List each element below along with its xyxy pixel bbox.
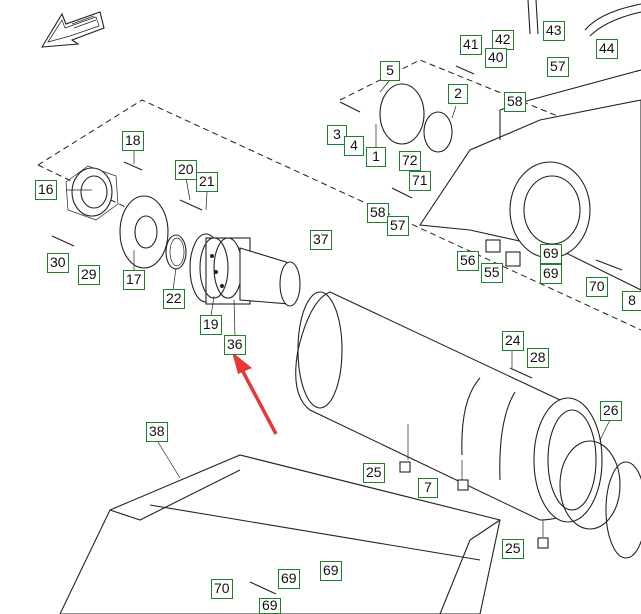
callout-19[interactable]: 19 — [200, 315, 222, 335]
callout-26[interactable]: 26 — [600, 401, 622, 421]
callout-16[interactable]: 16 — [35, 180, 57, 200]
bearing-part — [65, 165, 119, 221]
callout-4[interactable]: 4 — [344, 136, 364, 156]
callout-72[interactable]: 72 — [399, 151, 421, 171]
callout-37[interactable]: 37 — [310, 230, 332, 250]
seal-ring-part — [559, 440, 621, 530]
direction-arrow-icon — [40, 11, 105, 48]
dashed-outline-main — [37, 99, 641, 331]
callout-70-bottom[interactable]: 70 — [211, 579, 233, 599]
callout-44[interactable]: 44 — [596, 39, 618, 59]
callout-40[interactable]: 40 — [485, 48, 507, 68]
callout-30[interactable]: 30 — [47, 253, 69, 273]
callout-29[interactable]: 29 — [78, 265, 100, 285]
callout-5[interactable]: 5 — [380, 61, 400, 81]
callout-2[interactable]: 2 — [448, 84, 468, 104]
red-pointer-arrow — [232, 352, 278, 435]
top-o-ring-part — [423, 111, 453, 153]
callout-69-c[interactable]: 69 — [278, 569, 300, 589]
callout-43[interactable]: 43 — [543, 21, 565, 41]
frame-part — [59, 454, 501, 614]
callout-57-top[interactable]: 57 — [547, 57, 569, 77]
gear-motor-part — [189, 233, 301, 307]
callout-58-top[interactable]: 58 — [504, 92, 526, 112]
cover-part — [379, 83, 425, 145]
callout-69-a[interactable]: 69 — [540, 244, 562, 264]
callout-18[interactable]: 18 — [122, 131, 144, 151]
callout-7[interactable]: 7 — [418, 478, 438, 498]
callout-25-b[interactable]: 25 — [502, 539, 524, 559]
callout-21[interactable]: 21 — [196, 172, 218, 192]
callout-70-right[interactable]: 70 — [586, 277, 608, 297]
callout-57-mid[interactable]: 57 — [387, 216, 409, 236]
callout-17[interactable]: 17 — [123, 270, 145, 290]
callout-8[interactable]: 8 — [622, 291, 641, 311]
callout-41[interactable]: 41 — [460, 35, 482, 55]
callout-24[interactable]: 24 — [502, 331, 524, 351]
side-housing — [419, 69, 641, 291]
callout-71[interactable]: 71 — [409, 171, 431, 191]
callout-1[interactable]: 1 — [366, 147, 386, 167]
callout-58-mid[interactable]: 58 — [367, 203, 389, 223]
drum-cylinder — [295, 291, 603, 523]
callout-69-b[interactable]: 69 — [540, 264, 562, 284]
callout-20[interactable]: 20 — [175, 160, 197, 180]
callout-22[interactable]: 22 — [163, 289, 185, 309]
callout-56[interactable]: 56 — [457, 251, 479, 271]
callout-69-e[interactable]: 69 — [259, 598, 281, 614]
plate-part — [119, 195, 169, 269]
callout-55[interactable]: 55 — [481, 263, 503, 283]
callout-28[interactable]: 28 — [527, 348, 549, 368]
callout-69-d[interactable]: 69 — [320, 561, 342, 581]
callout-3[interactable]: 3 — [327, 125, 347, 145]
hydraulic-hose — [527, 0, 531, 35]
callout-36[interactable]: 36 — [224, 335, 246, 355]
callout-42[interactable]: 42 — [492, 30, 514, 50]
callout-25-a[interactable]: 25 — [363, 463, 385, 483]
o-ring-part — [165, 234, 187, 270]
callout-38[interactable]: 38 — [146, 422, 168, 442]
